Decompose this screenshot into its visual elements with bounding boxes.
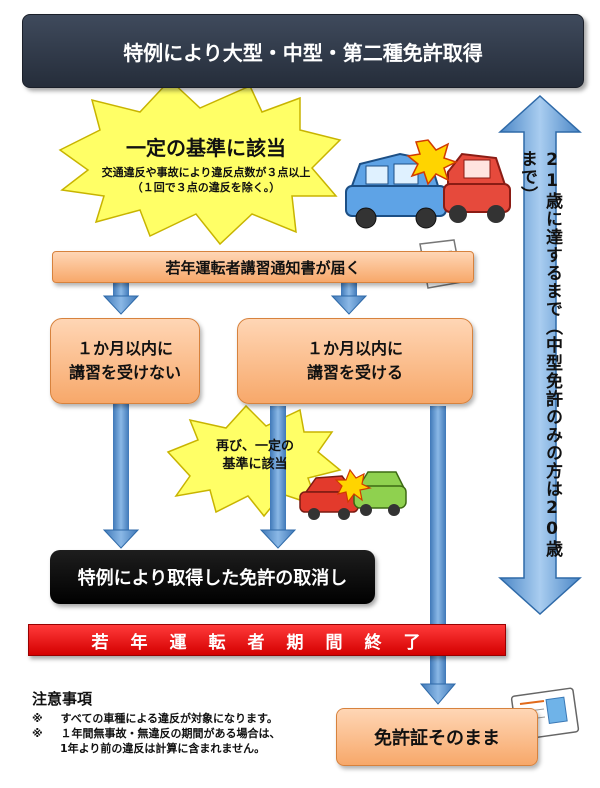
box-take-course-line1: １か月以内に	[306, 339, 403, 358]
notes-title: 注意事項	[32, 690, 93, 708]
burst-1-text: 一定の基準に該当 交通違反や事故により違反点数が３点以上 （１回で３点の違反を除…	[72, 132, 340, 196]
period-end-label: 若年運転者期間終了	[91, 632, 443, 653]
note-mark: ※	[32, 726, 43, 740]
arrow-down-right-1	[330, 282, 368, 315]
notice-bar: 若年運転者講習通知書が届く	[52, 251, 474, 283]
note-text: すべての車種による違反が対象になります。	[60, 712, 278, 725]
burst-1-line2: （１回で３点の違反を除く。）	[131, 181, 281, 195]
revoke-label: 特例により取得した免許の取消し	[77, 568, 348, 589]
notes-list: ※ すべての車種による違反が対象になります。 ※ １年間無事故・無違反の期間があ…	[32, 712, 332, 757]
burst-1-title: 一定の基準に該当	[126, 136, 286, 160]
period-end-bar: 若年運転者期間終了	[28, 624, 506, 656]
revoke-box: 特例により取得した免許の取消し	[50, 550, 375, 604]
car-crash-illustration-1	[345, 139, 511, 229]
car-crash-illustration-2	[299, 468, 407, 520]
header-title: 特例により大型・中型・第二種免許取得	[123, 40, 483, 65]
arrow-down-middle	[259, 406, 297, 549]
arrow-down-left-2	[102, 404, 140, 549]
burst-2-line2: 基準に該当	[222, 457, 288, 473]
period-double-arrow	[498, 94, 582, 616]
side-period-text: 21歳に達するまで（中型免許のみの方は20歳まで）	[517, 150, 562, 558]
note-item: ※ すべての車種による違反が対象になります。	[32, 712, 332, 727]
note-text: １年間無事故・無違反の期間がある場合は、	[60, 726, 281, 740]
note-continuation: 1年より前の違反は計算に含まれません。	[60, 741, 266, 755]
burst-2-text: 再び、一定の 基準に該当	[200, 438, 310, 474]
final-label: 免許証そのまま	[374, 728, 500, 749]
final-box: 免許証そのまま	[336, 708, 538, 766]
burst-2-line1: 再び、一定の	[215, 439, 294, 454]
box-no-course-line2: 講習を受けない	[68, 363, 181, 382]
box-take-course-line2: 講習を受ける	[306, 363, 403, 382]
box-no-course-line1: １か月以内に	[76, 339, 173, 358]
arrow-down-left-1	[102, 282, 140, 315]
burst-1-line1: 交通違反や事故により違反点数が３点以上	[101, 166, 311, 179]
note-item: ※ １年間無事故・無違反の期間がある場合は、	[32, 727, 332, 742]
notice-label: 若年運転者講習通知書が届く	[165, 258, 361, 277]
note-mark: ※	[32, 712, 43, 725]
arrow-down-to-final	[419, 406, 457, 705]
box-take-course: １か月以内に 講習を受ける	[237, 318, 473, 404]
burst-shape-2	[166, 404, 342, 518]
header-banner: 特例により大型・中型・第二種免許取得	[22, 14, 584, 88]
box-no-course: １か月以内に 講習を受けない	[50, 318, 200, 404]
